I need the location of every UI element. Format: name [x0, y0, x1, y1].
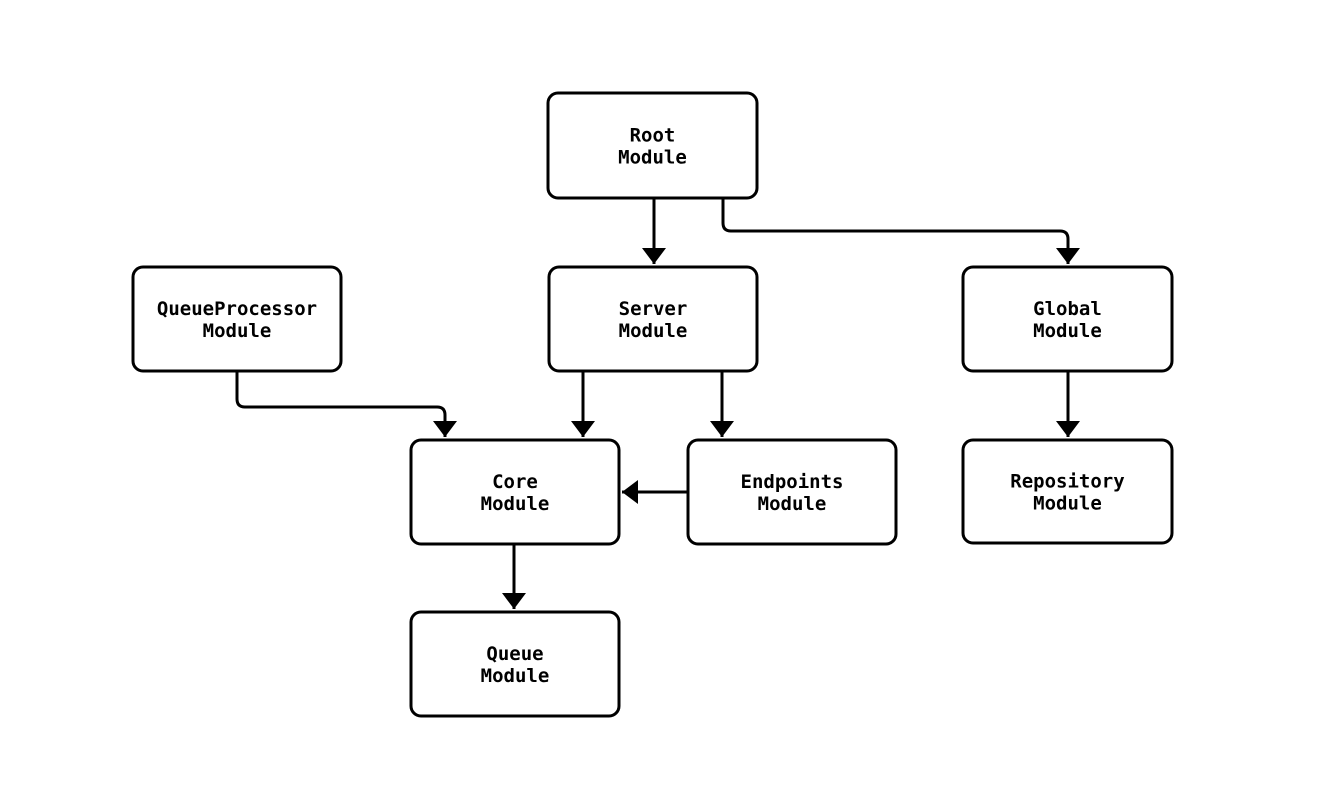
node-repository-box [961, 438, 1174, 545]
node-core-box [409, 438, 621, 546]
node-endpoints-box [686, 438, 898, 546]
node-queue-box [409, 610, 621, 718]
node-queue-label-line-2: Module [481, 665, 550, 687]
edge-queueprocessor-to-core [235, 371, 457, 437]
node-root-box [546, 91, 759, 200]
node-root-label-line-2: Module [618, 147, 687, 169]
node-global-label-line-1: Global [1033, 298, 1102, 320]
node-endpoints-label-line-2: Module [758, 493, 827, 515]
node-server-label-line-1: Server [619, 298, 688, 320]
node-global-box [961, 265, 1174, 373]
node-queueprocessor-box [131, 265, 343, 373]
node-core-label-line-2: Module [481, 493, 550, 515]
node-core-label-line-1: Core [492, 471, 538, 493]
node-global-label-line-2: Module [1033, 320, 1102, 342]
node-queueprocessor-label-line-1: QueueProcessor [157, 298, 317, 320]
node-root-label-line-1: Root [630, 125, 676, 147]
node-endpoints-label-line-1: Endpoints [741, 471, 844, 493]
node-repository-label-line-2: Module [1033, 493, 1102, 515]
node-server-label-line-2: Module [619, 320, 688, 342]
edges-layer [235, 198, 1080, 609]
node-queue-label-line-1: Queue [486, 643, 543, 665]
node-server-box [547, 265, 759, 373]
node-queueprocessor-label-line-2: Module [203, 320, 272, 342]
node-repository-label-line-1: Repository [1010, 471, 1124, 493]
edge-root-to-global [721, 198, 1080, 264]
